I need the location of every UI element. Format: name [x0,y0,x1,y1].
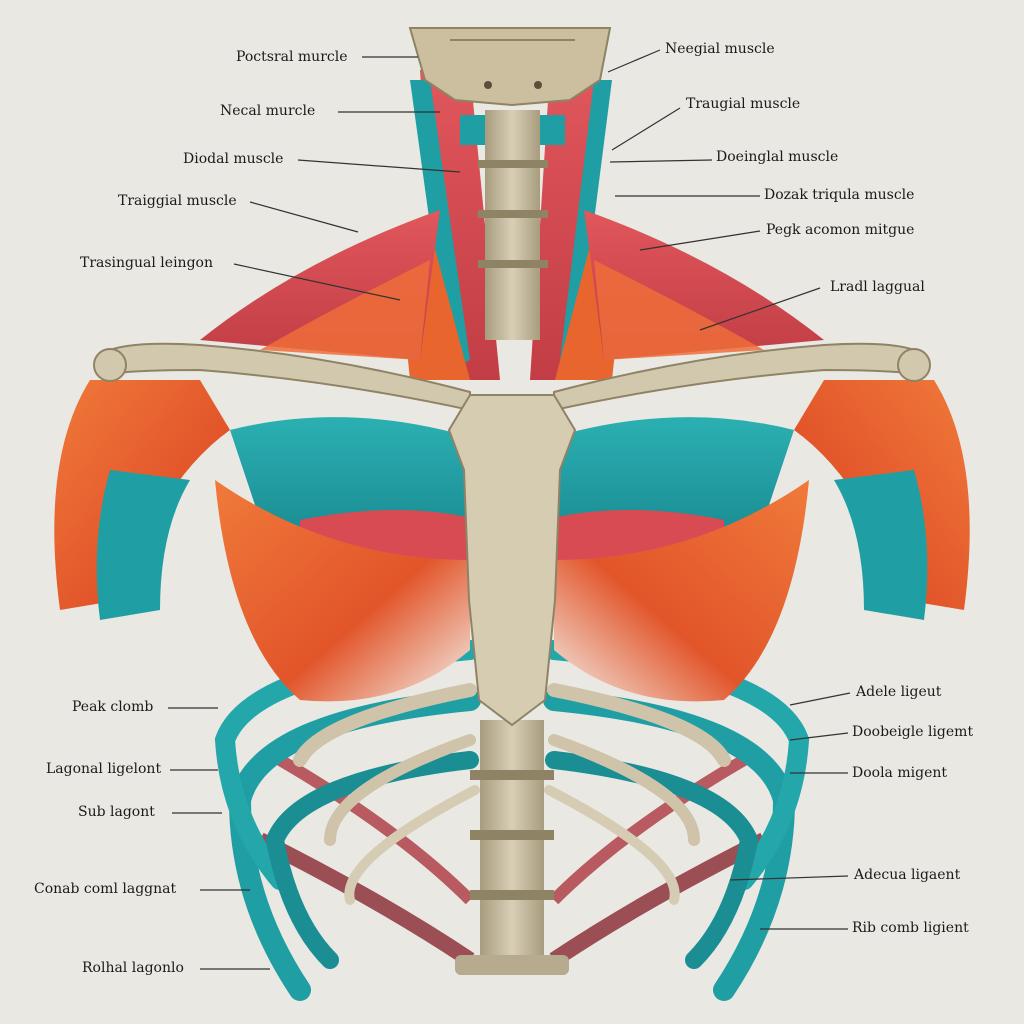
leader-lines [168,49,851,970]
label-doola-migent: Doola migent [852,765,947,781]
label-traugial-muscle: Traugial muscle [686,96,801,112]
mandible [408,27,612,107]
neck-muscles [395,70,628,380]
label-peak-clomb: Peak clomb [72,699,154,715]
clavicles [93,342,931,412]
label-adele-ligeut: Adele ligeut [856,684,942,700]
costal-cartilage [293,683,731,905]
cervical-spine [460,110,565,340]
pectoral-muscles [215,480,809,702]
label-traigial-muscle: Traiggial muscle [118,193,237,209]
label-trasingual-leingon: Trasingual leingon [80,255,213,271]
label-dozak-triqula-muscle: Dozak triqula muscle [764,187,915,203]
lower-rib-cage [256,754,768,967]
label-peak-acomon-mitgue: Pegk acomon mitgue [766,222,915,238]
label-ladl-lagual: Lradl laggual [830,279,925,295]
sternum [447,394,577,727]
label-rib-comb-ligient: Rib comb ligient [852,920,969,936]
label-necal-muscle: Necal murcle [220,103,316,119]
label-doobeigle-ligemt: Doobeigle ligemt [852,724,974,740]
label-pectoral-muscle: Poctsral murcle [236,49,348,65]
label-doeinglial-muscle: Doeinglal muscle [716,149,839,165]
label-lagonal-ligelont: Lagonal ligelont [46,761,162,777]
label-rolhal-lagonio: Rolhal lagonlo [82,960,184,976]
deltoid-muscles [54,380,970,620]
trapezius [200,210,824,360]
label-neegial-muscle: Neegial muscle [665,41,775,57]
label-adecua-ligaent: Adecua ligaent [854,867,961,883]
spine [455,720,569,975]
label-diodal-muscle: Diodal muscle [183,151,284,167]
label-sub-lagont: Sub lagont [78,804,155,820]
label-conab-coml-laggnat: Conab coml laggnat [34,881,177,897]
